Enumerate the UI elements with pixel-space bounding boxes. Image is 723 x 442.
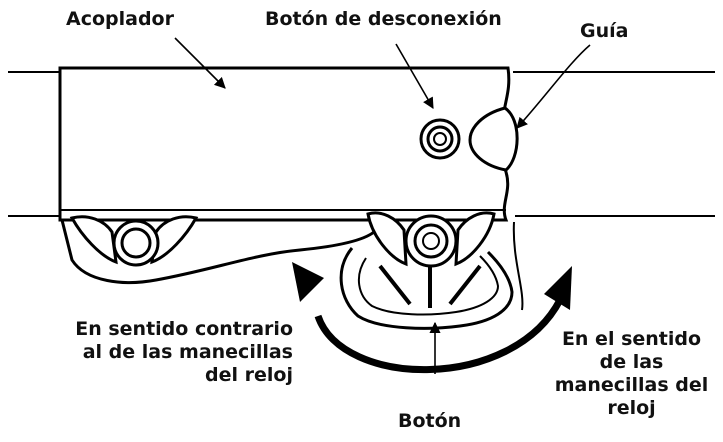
guide-label: Guía	[580, 20, 629, 42]
counterclockwise-line-3: del reloj	[205, 364, 293, 386]
release-button-shape	[419, 118, 461, 160]
coupler-label: Acoplador	[66, 8, 174, 30]
counterclockwise-line-2: al de las manecillas	[82, 341, 293, 363]
release-button-label: Botón de desconexión	[265, 8, 502, 30]
clockwise-line-2: de las	[599, 351, 664, 373]
leader-lines	[174, 37, 591, 374]
guide	[468, 106, 519, 172]
counterclockwise-line-1: En sentido contrario	[75, 318, 293, 340]
clockwise-line-4: reloj	[607, 397, 656, 419]
button-label: Botón	[398, 410, 462, 432]
clockwise-line-3: manecillas del	[554, 374, 709, 396]
clockwise-line-1: En el sentido	[561, 328, 702, 350]
pipe	[8, 71, 715, 217]
right-lock	[366, 211, 496, 268]
clockwise-label: En el sentido de las manecillas del relo…	[540, 328, 723, 420]
rotation-arrow	[292, 262, 572, 374]
counterclockwise-label: En sentido contrario al de las manecilla…	[50, 318, 293, 387]
left-lock	[69, 215, 199, 267]
button-assembly	[339, 247, 514, 330]
